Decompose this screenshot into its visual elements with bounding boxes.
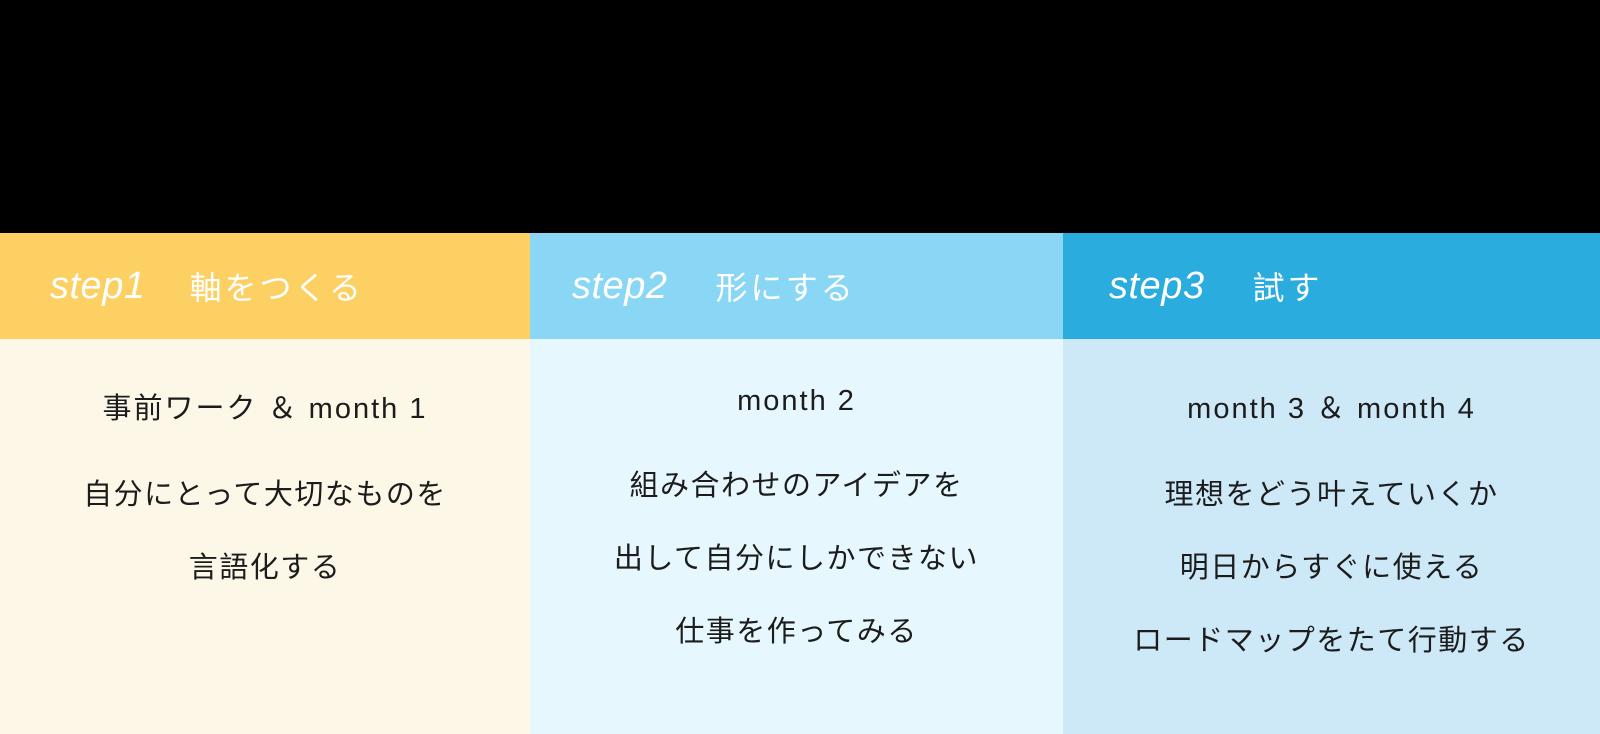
step-body-2: month 2 組み合わせのアイデアを 出して自分にしかできない 仕事を作ってみ… (530, 339, 1063, 734)
step-period-2: month 2 (737, 385, 856, 418)
step-description-2: 組み合わせのアイデアを 出して自分にしかできない 仕事を作ってみる (614, 472, 979, 647)
top-black-band (0, 0, 1600, 233)
step-title-3: 試す (1252, 263, 1322, 309)
step-title-2: 形にする (715, 263, 855, 309)
description-line: 出して自分にしかできない (614, 545, 979, 574)
step-header-3: step3 試す (1063, 233, 1600, 339)
step-title-1: 軸をつくる (189, 263, 363, 309)
step-number-label-1: step1 (50, 265, 145, 308)
step-period-1: 事前ワーク ＆ month 1 (103, 385, 428, 427)
step-number-label-3: step3 (1109, 265, 1204, 308)
description-line: ロードマップをたて行動する (1133, 627, 1530, 656)
description-line: 言語化する (189, 554, 342, 583)
step-header-2: step2 形にする (530, 233, 1063, 339)
step-header-1: step1 軸をつくる (0, 233, 530, 339)
step-description-1: 自分にとって大切なものを 言語化する (83, 481, 447, 583)
description-line: 組み合わせのアイデアを (629, 472, 963, 501)
step-body-3: month 3 ＆ month 4 理想をどう叶えていくか 明日からすぐに使える… (1063, 339, 1600, 734)
description-line: 理想をどう叶えていくか (1164, 481, 1498, 510)
description-line: 明日からすぐに使える (1180, 554, 1484, 583)
step-period-3: month 3 ＆ month 4 (1187, 385, 1476, 427)
description-line: 自分にとって大切なものを (83, 481, 447, 510)
step-body-1: 事前ワーク ＆ month 1 自分にとって大切なものを 言語化する (0, 339, 530, 734)
step-description-3: 理想をどう叶えていくか 明日からすぐに使える ロードマップをたて行動する (1133, 481, 1530, 656)
description-line: 仕事を作ってみる (675, 618, 918, 647)
steps-container: step1 軸をつくる 事前ワーク ＆ month 1 自分にとって大切なものを… (0, 233, 1600, 734)
step-column-3[interactable]: step3 試す month 3 ＆ month 4 理想をどう叶えていくか 明… (1063, 233, 1600, 734)
step-column-2[interactable]: step2 形にする month 2 組み合わせのアイデアを 出して自分にしかで… (530, 233, 1063, 734)
step-number-label-2: step2 (572, 265, 667, 308)
step-column-1[interactable]: step1 軸をつくる 事前ワーク ＆ month 1 自分にとって大切なものを… (0, 233, 530, 734)
